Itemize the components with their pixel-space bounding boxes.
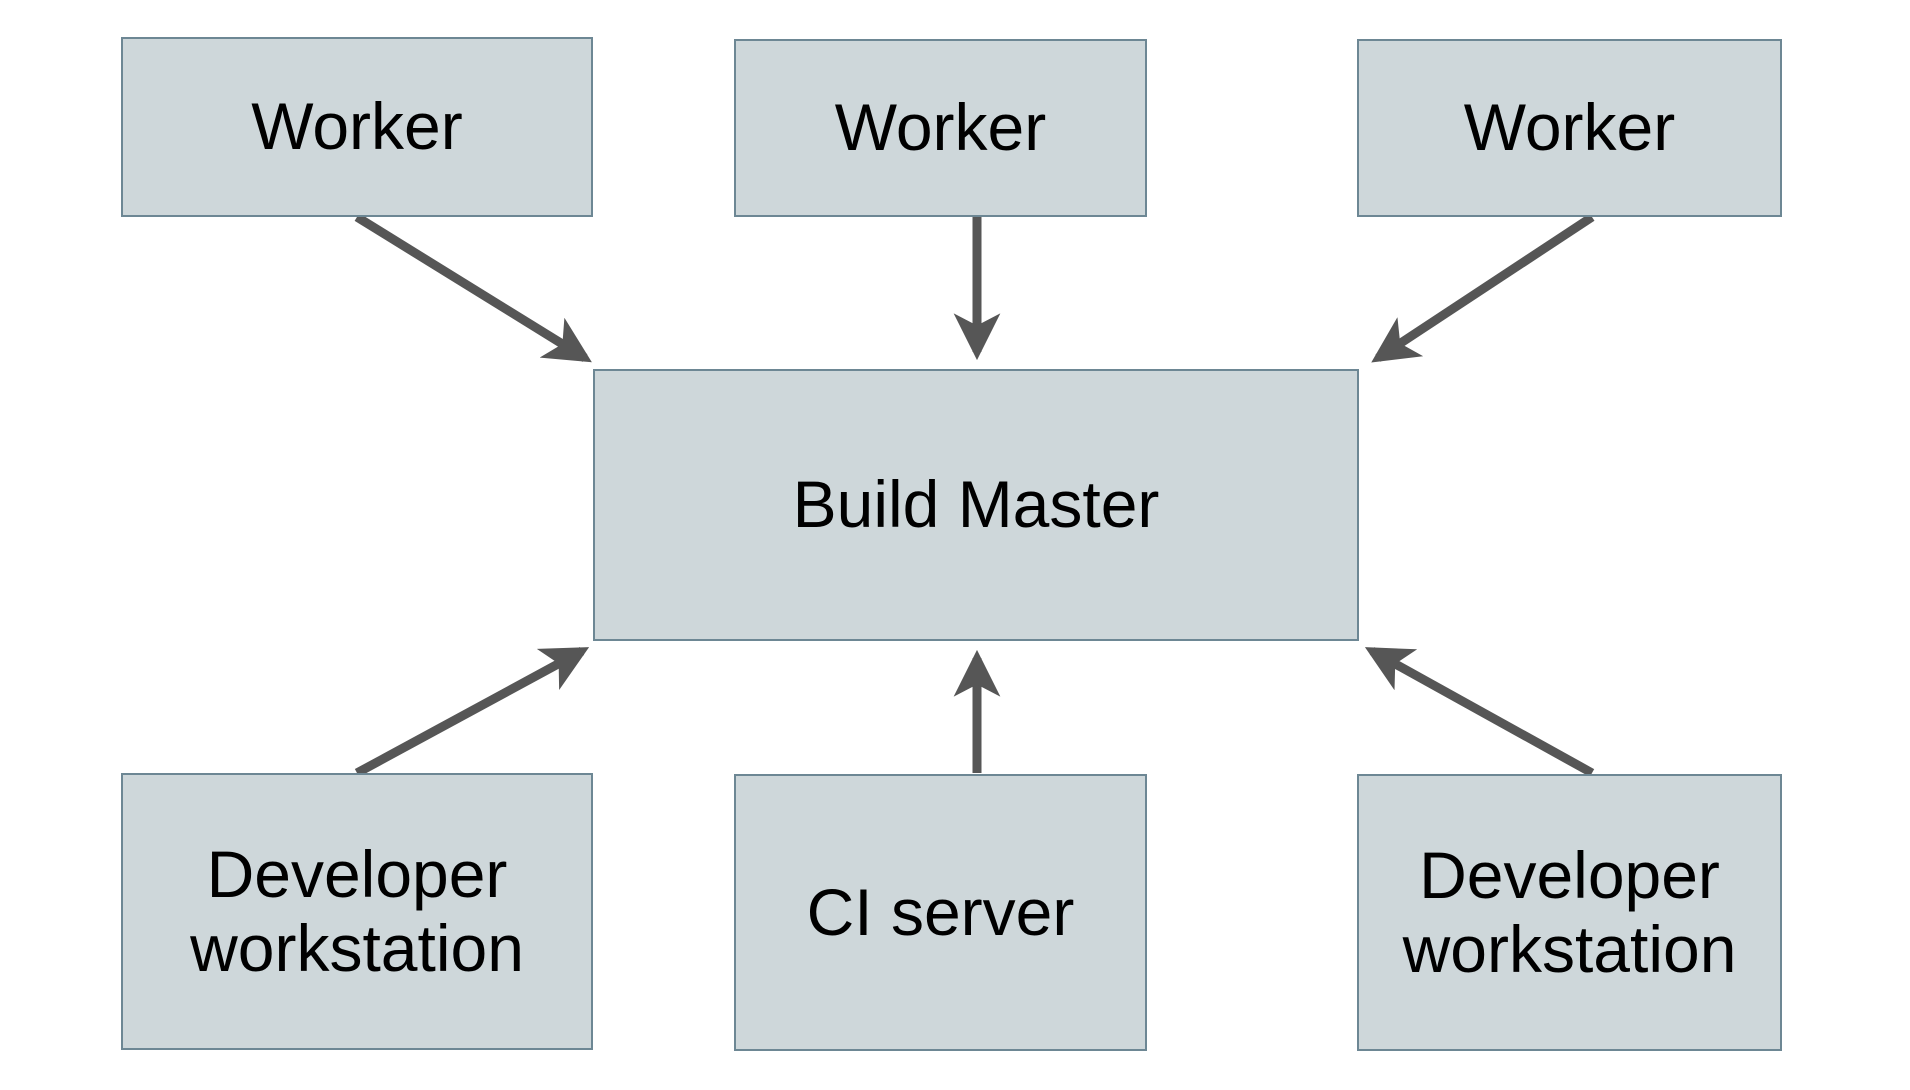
edge-dev-workstation-2-to-build-master: [1364, 647, 1595, 777]
edge-worker-1-to-build-master: [354, 213, 592, 363]
node-developer-workstation-left[interactable]: Developer workstation: [121, 773, 593, 1050]
node-worker-1-label: Worker: [251, 89, 463, 164]
node-build-master[interactable]: Build Master: [593, 369, 1359, 641]
node-developer-workstation-right[interactable]: Developer workstation: [1357, 774, 1782, 1051]
node-worker-2-label: Worker: [834, 90, 1047, 165]
node-ci-server[interactable]: CI server: [734, 774, 1147, 1051]
node-worker-3[interactable]: Worker: [1357, 39, 1782, 217]
node-worker-3-label: Worker: [1463, 90, 1676, 165]
node-developer-workstation-left-label: Developer workstation: [190, 836, 524, 985]
node-build-master-label: Build Master: [792, 467, 1160, 542]
node-developer-workstation-right-label: Developer workstation: [1402, 837, 1737, 986]
node-worker-1[interactable]: Worker: [121, 37, 593, 217]
node-worker-2[interactable]: Worker: [734, 39, 1147, 217]
node-ci-server-label: CI server: [806, 874, 1075, 949]
edge-worker-3-to-build-master: [1371, 213, 1595, 363]
edge-dev-workstation-1-to-build-master: [354, 647, 590, 777]
